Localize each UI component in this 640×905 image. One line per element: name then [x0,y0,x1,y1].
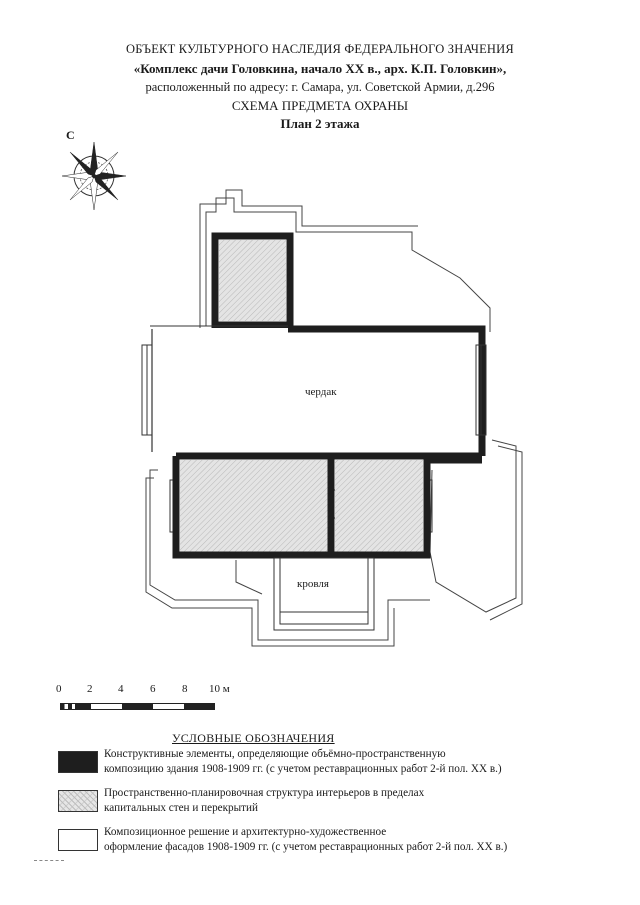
scale-tick-0: 0 [56,683,62,695]
scale-tick-10: 10 м [209,683,230,695]
legend-swatch-dark [58,751,98,773]
room-right-hatch [335,460,423,552]
legend-swatch-hatched [58,790,98,812]
scale-tick-2: 2 [87,683,93,695]
doc-title-scheme: СХЕМА ПРЕДМЕТА ОХРАНЫ [231,98,409,113]
legend-swatch-white [58,829,98,851]
scale-tick-4: 4 [118,683,124,695]
legend-text: Пространственно-планировочная структура … [104,787,425,814]
room-left-hatch [180,460,328,552]
north-letter: С [66,128,75,142]
attic-area [152,328,480,452]
doc-title-object-name: «Комплекс дачи Головкина, начало XX в., … [133,61,507,76]
attic-label: чердак [305,386,337,398]
tower-room-walls [211,232,294,329]
roof-label: кровля [297,578,329,590]
floor-plan [141,189,523,647]
doc-title-address: расположенный по адресу: г. Самара, ул. … [145,80,495,94]
corner-mark [34,860,64,862]
scale-tick-8: 8 [182,683,188,695]
scale-bar [60,703,215,710]
scale-tick-6: 6 [150,683,156,695]
legend-text: Композиционное решение и архитектурно-ху… [104,826,508,853]
facade-outlines [145,189,523,647]
tower-room-hatch [219,240,286,321]
doc-title-floor: План 2 этажа [280,116,360,131]
attic-walls [288,325,486,456]
roof-area [279,557,369,625]
doc-title-line1: ОБЪЕКТ КУЛЬТУРНОГО НАСЛЕДИЯ ФЕДЕРАЛЬНОГО… [126,42,514,56]
compass-rose-icon [61,141,127,211]
legend-text: Конструктивные элементы, определяющие об… [104,748,502,775]
lower-walls [172,452,482,559]
legend-title: УСЛОВНЫЕ ОБОЗНАЧЕНИЯ [172,731,335,745]
